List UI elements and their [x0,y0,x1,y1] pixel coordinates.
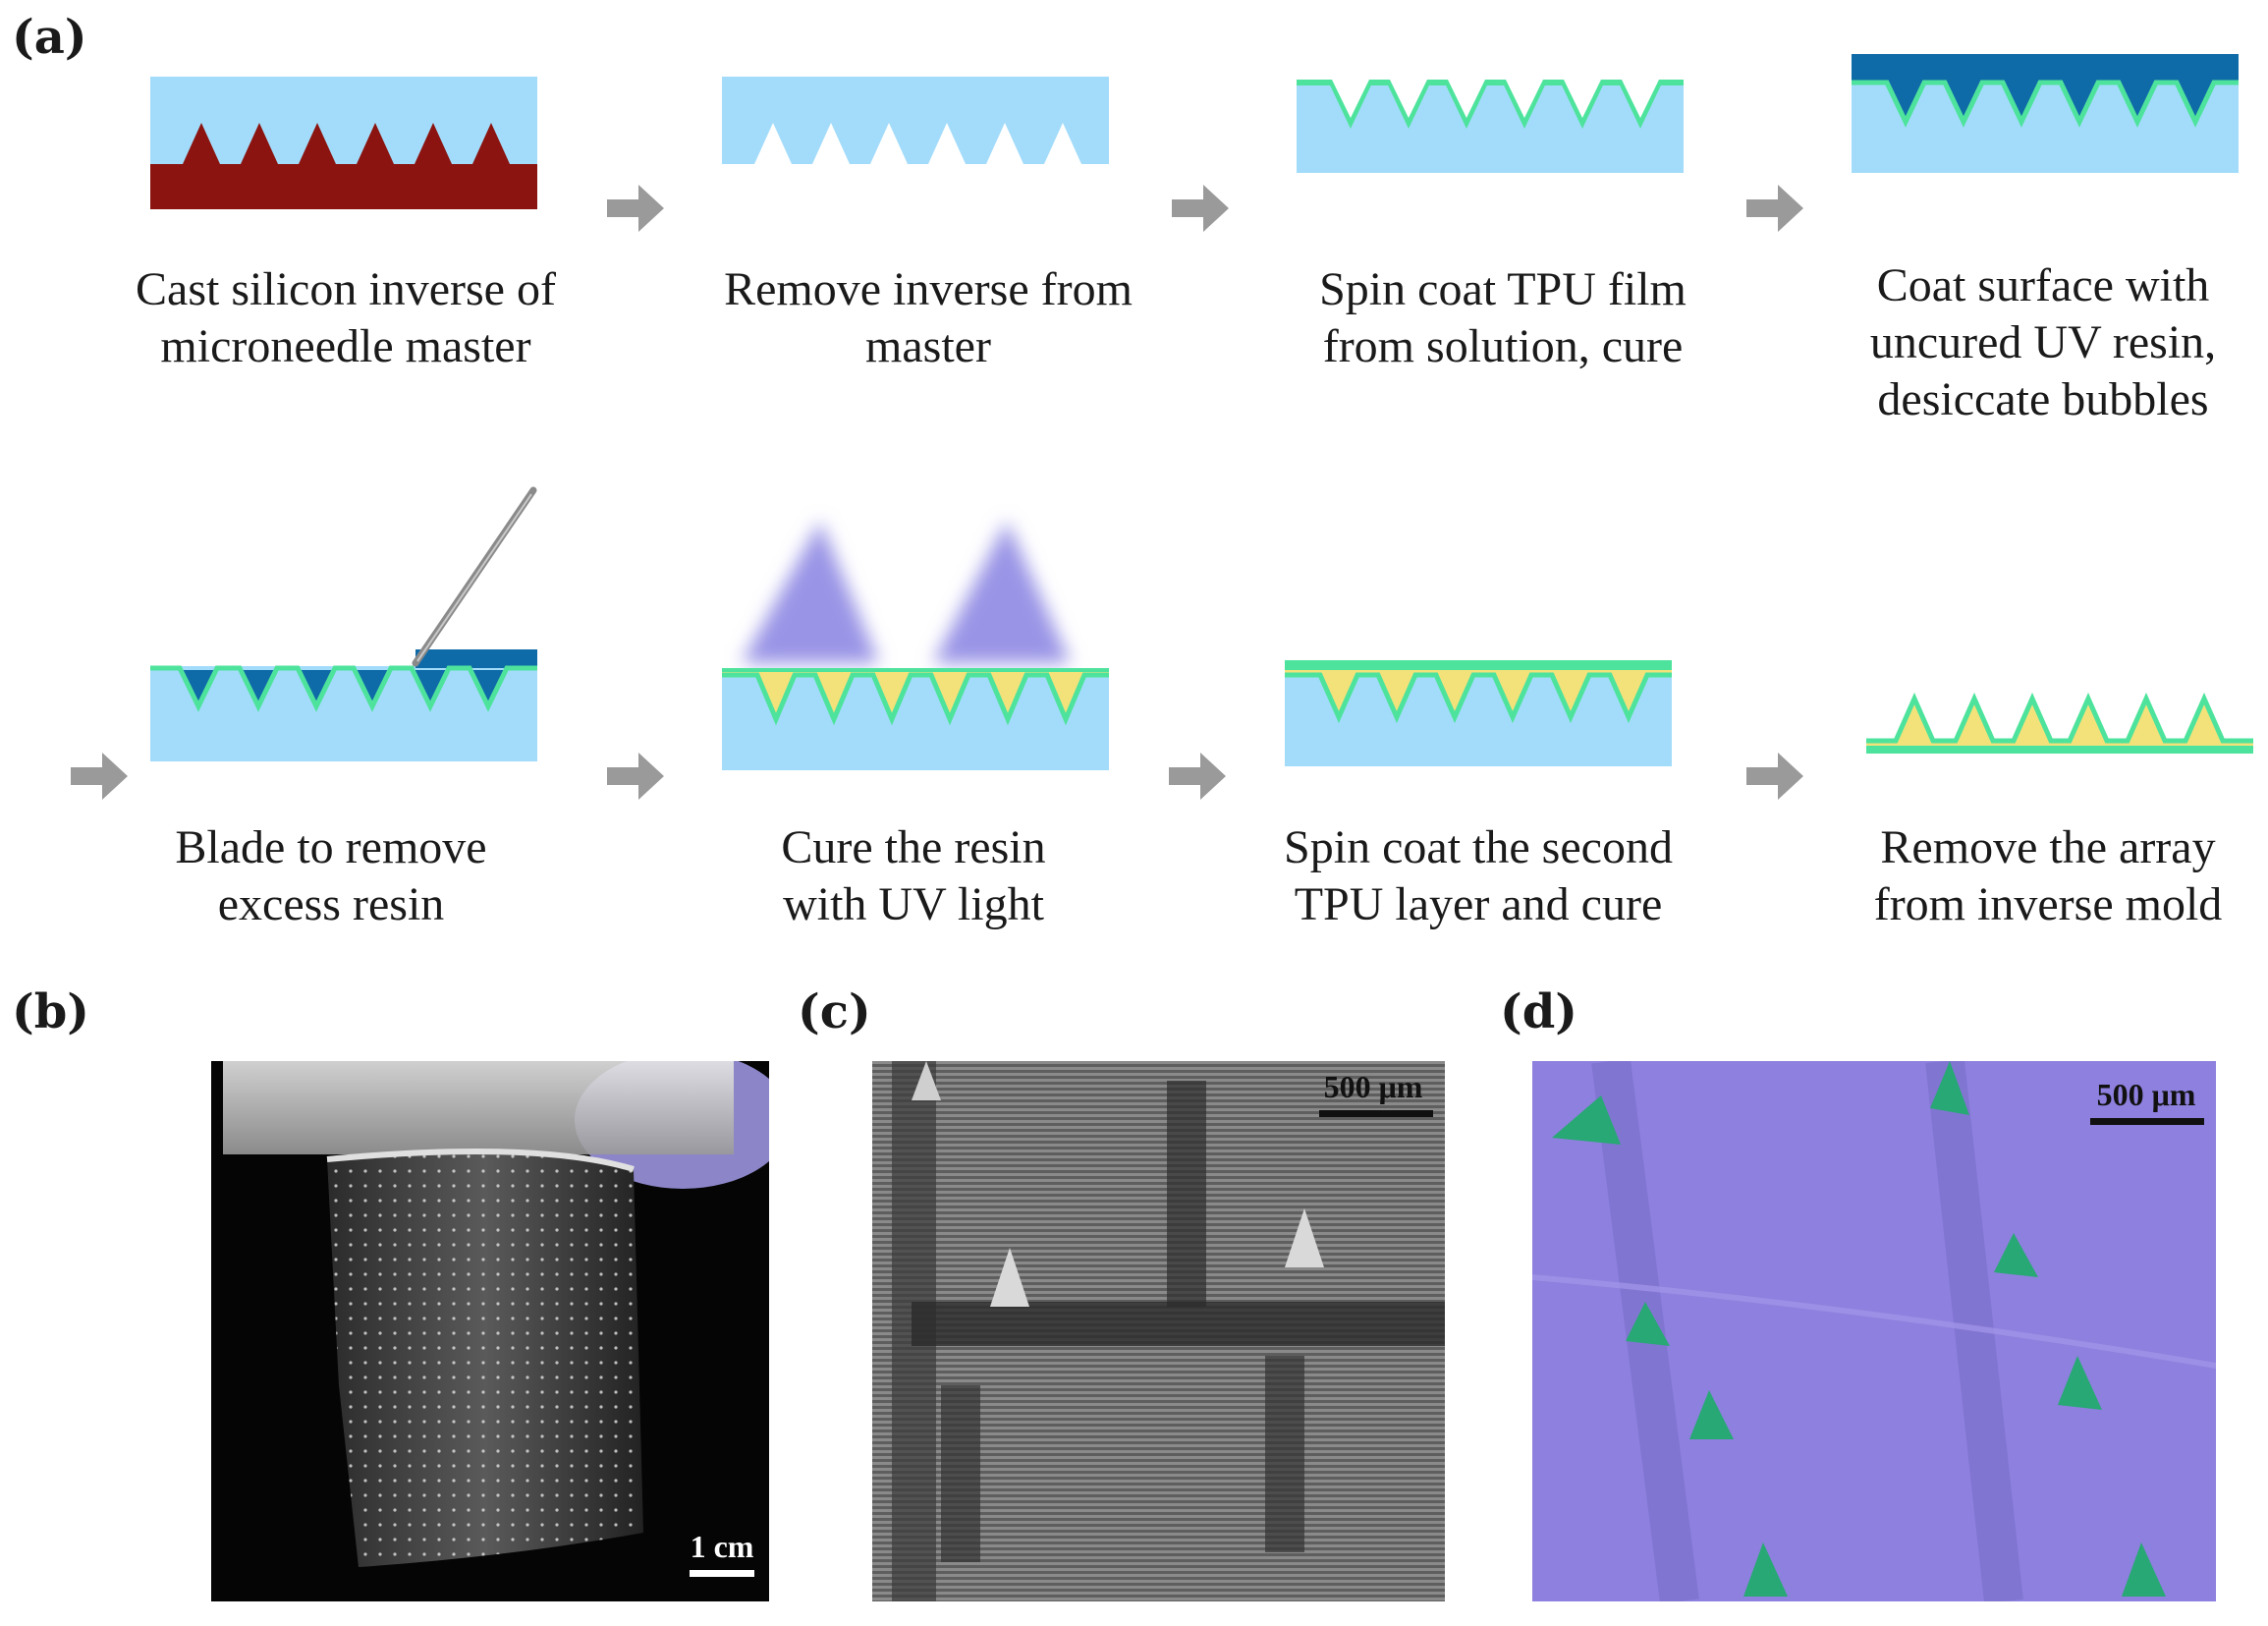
uv-light-beam [742,521,879,663]
optical-micrograph: 500 μm [872,1061,1445,1601]
photo-flexible-array: 1 cm [211,1061,769,1601]
master-microneedles [150,123,537,209]
step-2-illustration [722,77,1109,165]
microneedle [1689,1390,1734,1439]
step-1-illustration [150,77,537,209]
microneedle [2058,1356,2102,1410]
tpu-film [1297,80,1684,129]
arrow-right-icon [607,185,664,232]
microneedle [1930,1061,1969,1115]
step-6-illustration [722,501,1109,771]
silicon-inverse-mold [722,77,1109,164]
microneedle-array [1866,699,2253,748]
microneedle [912,1061,941,1100]
scale-bar-c: 500 μm [1309,1071,1437,1117]
sem-micrograph: 500 μm [1532,1061,2216,1601]
step-4-illustration [1852,54,2239,175]
panel-label-c: (c) [798,984,871,1039]
microneedle [1626,1302,1670,1346]
panel-label-b: (b) [12,984,89,1039]
second-tpu-layer [1285,660,1672,670]
panel-label-a: (a) [12,10,87,65]
uv-resin-layer [1852,54,2239,120]
microneedle [1285,1208,1324,1267]
microneedle [1994,1233,2038,1277]
arrow-right-icon [1169,753,1226,800]
arrow-right-icon [1746,753,1803,800]
step-3-illustration [1297,77,1684,175]
microneedle [1743,1542,1788,1597]
step-7-illustration [1285,658,1672,768]
panel-label-d: (d) [1500,984,1577,1039]
arrow-right-icon [1746,185,1803,232]
microneedle [1552,1095,1621,1145]
step-8-illustration [1866,692,2253,755]
arrow-right-icon [607,753,664,800]
microneedle [990,1248,1029,1307]
glass-slide [223,1061,734,1154]
microneedle [2122,1542,2166,1597]
uv-light-beam [933,521,1071,663]
scale-bar-b: 1 cm [683,1531,761,1577]
excess-resin [415,649,537,668]
arrow-right-icon [1172,185,1229,232]
scale-bar-d: 500 μm [2082,1079,2210,1125]
step-5-illustration [150,486,537,763]
arrow-right-icon [71,753,128,800]
